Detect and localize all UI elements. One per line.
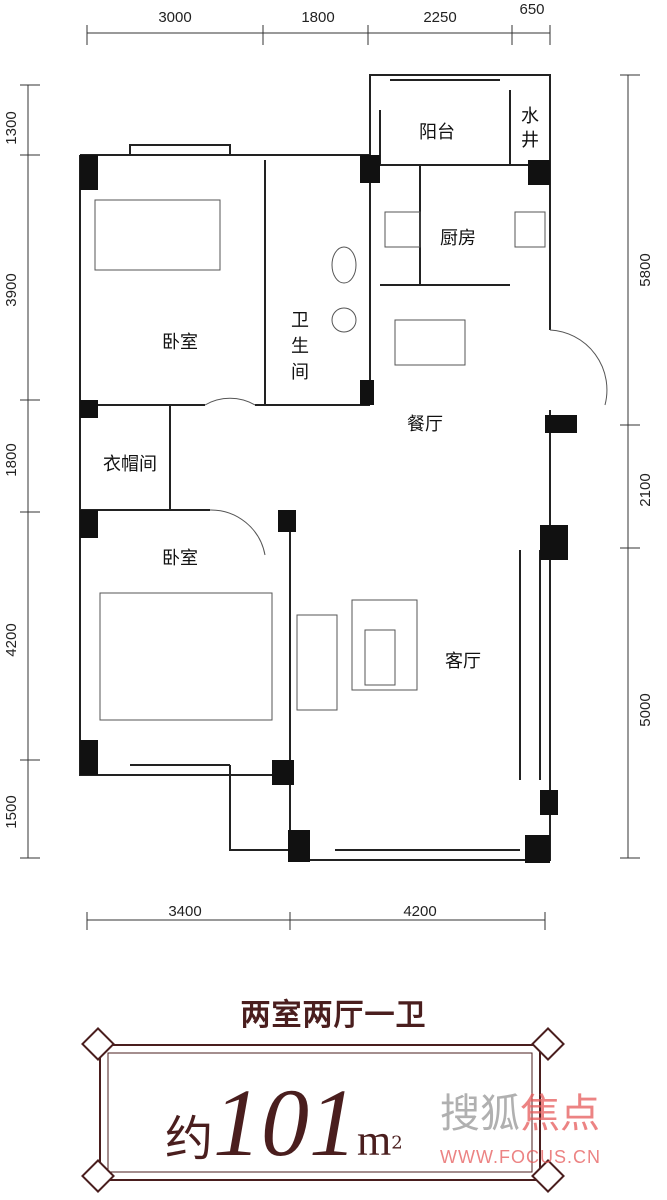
- watermark-brand-red: 焦点: [520, 1091, 600, 1137]
- room-water-well-2: 井: [521, 130, 539, 151]
- watermark-logo: 搜狐焦点: [440, 1092, 600, 1136]
- dim-left-1: 1300: [3, 111, 20, 144]
- dim-left-2: 3900: [3, 273, 20, 306]
- dim-top-4: 650: [519, 1, 544, 18]
- room-water-well-1: 水: [521, 106, 539, 127]
- area-unit-sup: 2: [391, 1132, 403, 1154]
- room-living: 客厅: [445, 651, 481, 672]
- watermark-brand-gray: 搜狐: [440, 1091, 520, 1137]
- dim-right-1: 5800: [637, 253, 654, 286]
- dim-left-5: 1500: [3, 795, 20, 828]
- room-dining: 餐厅: [407, 414, 443, 435]
- floor-plan-drawing: 3000 1800 2250 650 1300 3900 1800 4200 1…: [3, 1, 654, 930]
- room-bedroom-1: 卧室: [162, 332, 198, 353]
- room-bathroom-3: 间: [291, 362, 309, 383]
- area-unit: m: [357, 1116, 392, 1165]
- dim-top-3: 2250: [423, 9, 456, 26]
- dim-right-3: 5000: [637, 693, 654, 726]
- room-bathroom-1: 卫: [291, 310, 309, 331]
- watermark-url: WWW.FOCUS.CN: [440, 1147, 601, 1167]
- dim-right-2: 2100: [637, 473, 654, 506]
- furniture: [94, 199, 608, 721]
- room-cloakroom: 衣帽间: [103, 454, 157, 475]
- area-number: 101: [213, 1069, 358, 1176]
- dim-top-2: 1800: [301, 9, 334, 26]
- layout-title: 两室两厅一卫: [240, 998, 427, 1033]
- room-bedroom-2: 卧室: [162, 548, 198, 569]
- dim-left-4: 4200: [3, 623, 20, 656]
- dimension-lines: [20, 25, 640, 930]
- wall-columns: [80, 155, 577, 863]
- dim-bottom-1: 3400: [168, 903, 201, 920]
- walls: [79, 74, 551, 861]
- dim-bottom-2: 4200: [403, 903, 436, 920]
- room-bathroom-2: 生: [291, 336, 309, 357]
- area-value: 约101m2: [165, 1075, 403, 1171]
- dim-top-1: 3000: [158, 9, 191, 26]
- dim-left-3: 1800: [3, 443, 20, 476]
- room-balcony: 阳台: [419, 122, 455, 143]
- area-prefix: 约: [165, 1111, 214, 1167]
- room-kitchen: 厨房: [440, 228, 476, 249]
